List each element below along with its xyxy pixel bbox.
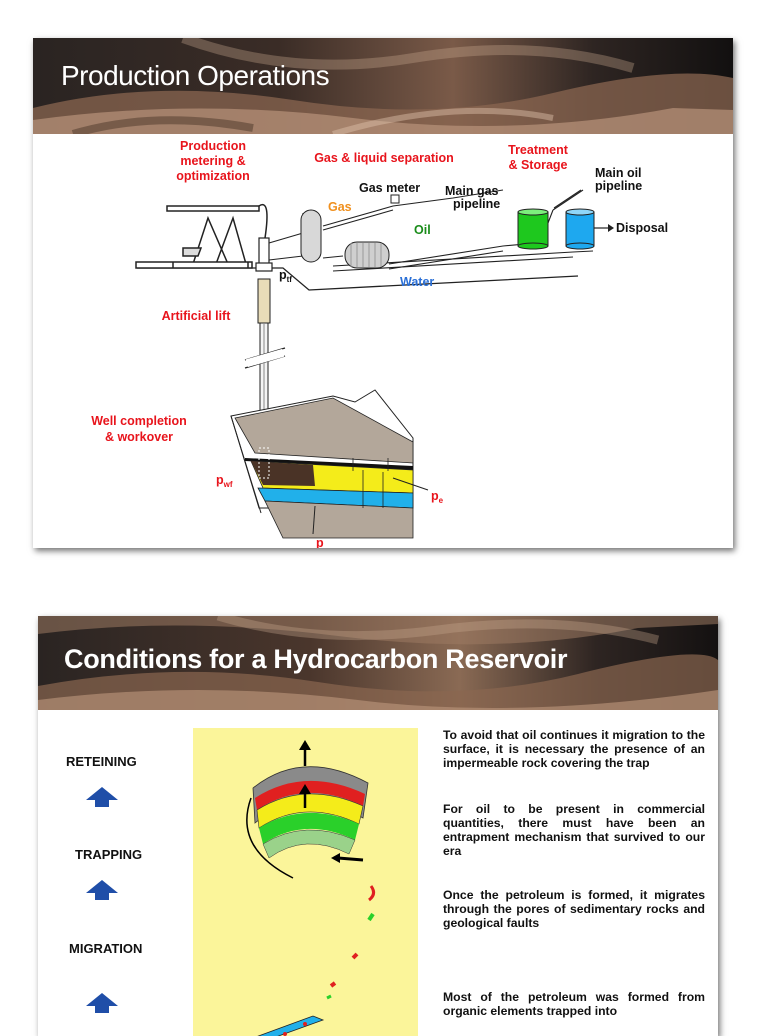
up-arrow-icon [299, 740, 311, 750]
label-well-completion-1: Well completion [91, 414, 187, 428]
gas-meter-icon [390, 194, 400, 204]
slide-banner: Production Operations [33, 38, 733, 134]
label-main-oil-pipeline-1: Main oil [595, 166, 642, 180]
fault-line [246, 797, 294, 879]
slide-hydrocarbon-reservoir-conditions: Conditions for a Hydrocarbon Reservoir R… [38, 616, 718, 1036]
paragraph-retaining: To avoid that oil continues it migration… [443, 728, 705, 770]
step-label-trapping: TRAPPING [75, 847, 143, 862]
rock-texture-banner [38, 616, 718, 710]
label-gas-meter: Gas meter [359, 181, 420, 195]
label-production-metering-1: Production [180, 139, 246, 153]
paragraph-migration: Once the petroleum is formed, it migrate… [443, 888, 705, 930]
reservoir-cross-section [230, 389, 429, 539]
label-pe: pe [431, 489, 444, 505]
storage-tank-green [517, 208, 549, 250]
label-gas: Gas [328, 200, 352, 214]
wellhead-icon [255, 237, 273, 272]
step-label-migration: MIGRATION [69, 941, 143, 956]
label-main-oil-pipeline-2: pipeline [595, 179, 642, 193]
paragraph-trapping: For oil to be present in commercial quan… [443, 802, 705, 858]
label-production-metering-3: optimization [176, 169, 250, 183]
up-arrow-icon [86, 880, 118, 900]
storage-tank-blue [565, 208, 595, 250]
slide-title: Production Operations [61, 60, 330, 91]
label-pwf: pwf [216, 473, 233, 489]
rock-texture-banner [33, 38, 733, 134]
gas-layer [255, 780, 365, 810]
up-arrow-icon [86, 993, 118, 1013]
label-ptf: ptf [279, 268, 292, 284]
label-main-gas-pipeline-2: pipeline [453, 197, 500, 211]
well-casing [244, 278, 286, 492]
separator-vessel-icon [300, 209, 390, 269]
label-water: Water [400, 275, 434, 289]
left-arrow-icon [331, 853, 340, 863]
label-artificial-lift: Artificial lift [162, 309, 232, 323]
up-arrow-icon [86, 787, 118, 807]
label-well-completion-2: & workover [105, 430, 173, 444]
slide-title: Conditions for a Hydrocarbon Reservoir [64, 644, 568, 674]
water-layer [259, 812, 359, 844]
label-disposal: Disposal [616, 221, 668, 235]
paragraph-formation: Most of the petroleum was formed from or… [443, 990, 705, 1018]
label-treatment-storage-1: Treatment [508, 143, 569, 157]
label-main-gas-pipeline-1: Main gas [445, 184, 499, 198]
ground-surface-line [137, 267, 579, 291]
step-label-reteining: RETEINING [66, 754, 137, 769]
reservoir-trap-illustration [193, 728, 418, 1036]
production-operations-diagram: Production metering & optimization Gas &… [91, 139, 668, 548]
label-production-metering-2: metering & [180, 154, 245, 168]
disposal-arrow-icon [608, 224, 614, 232]
slide-production-operations: Production Operations [33, 38, 733, 548]
slide-banner: Conditions for a Hydrocarbon Reservoir [38, 616, 718, 710]
label-oil: Oil [414, 223, 431, 237]
label-p: p [316, 536, 324, 548]
label-gas-liquid-separation: Gas & liquid separation [314, 151, 454, 165]
label-treatment-storage-2: & Storage [508, 158, 567, 172]
pump-jack-icon [135, 204, 268, 269]
